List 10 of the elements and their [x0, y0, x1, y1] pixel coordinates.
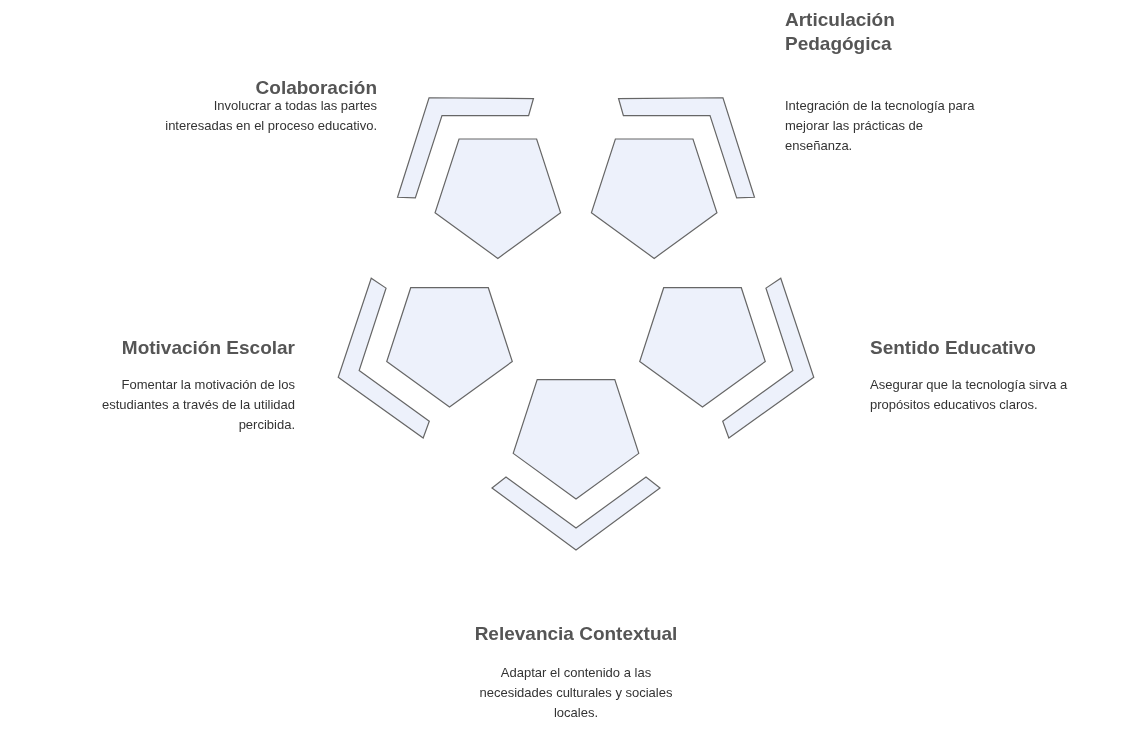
description: Adaptar el contenido a las necesidades culturales y sociales locales. [478, 664, 674, 722]
description: Asegurar que la tecnología sirva a propósitos educativos claros. [870, 376, 1069, 414]
heading: Articulación Pedagógica [785, 8, 896, 56]
description: Fomentar la motivación de los estudiantes a través de la utilidad percibida. [101, 376, 295, 434]
description: Integración de la tecnología para mejorar las prácticas de enseñanza. [785, 97, 976, 155]
description: Involucrar a todas las partes interesadas en el proceso educativo. [164, 97, 377, 135]
heading: Sentido Educativo [870, 336, 1037, 360]
heading: Motivación Escolar [120, 336, 295, 360]
heading: Relevancia Contextual [473, 622, 679, 646]
heading: Colaboración [254, 76, 377, 100]
